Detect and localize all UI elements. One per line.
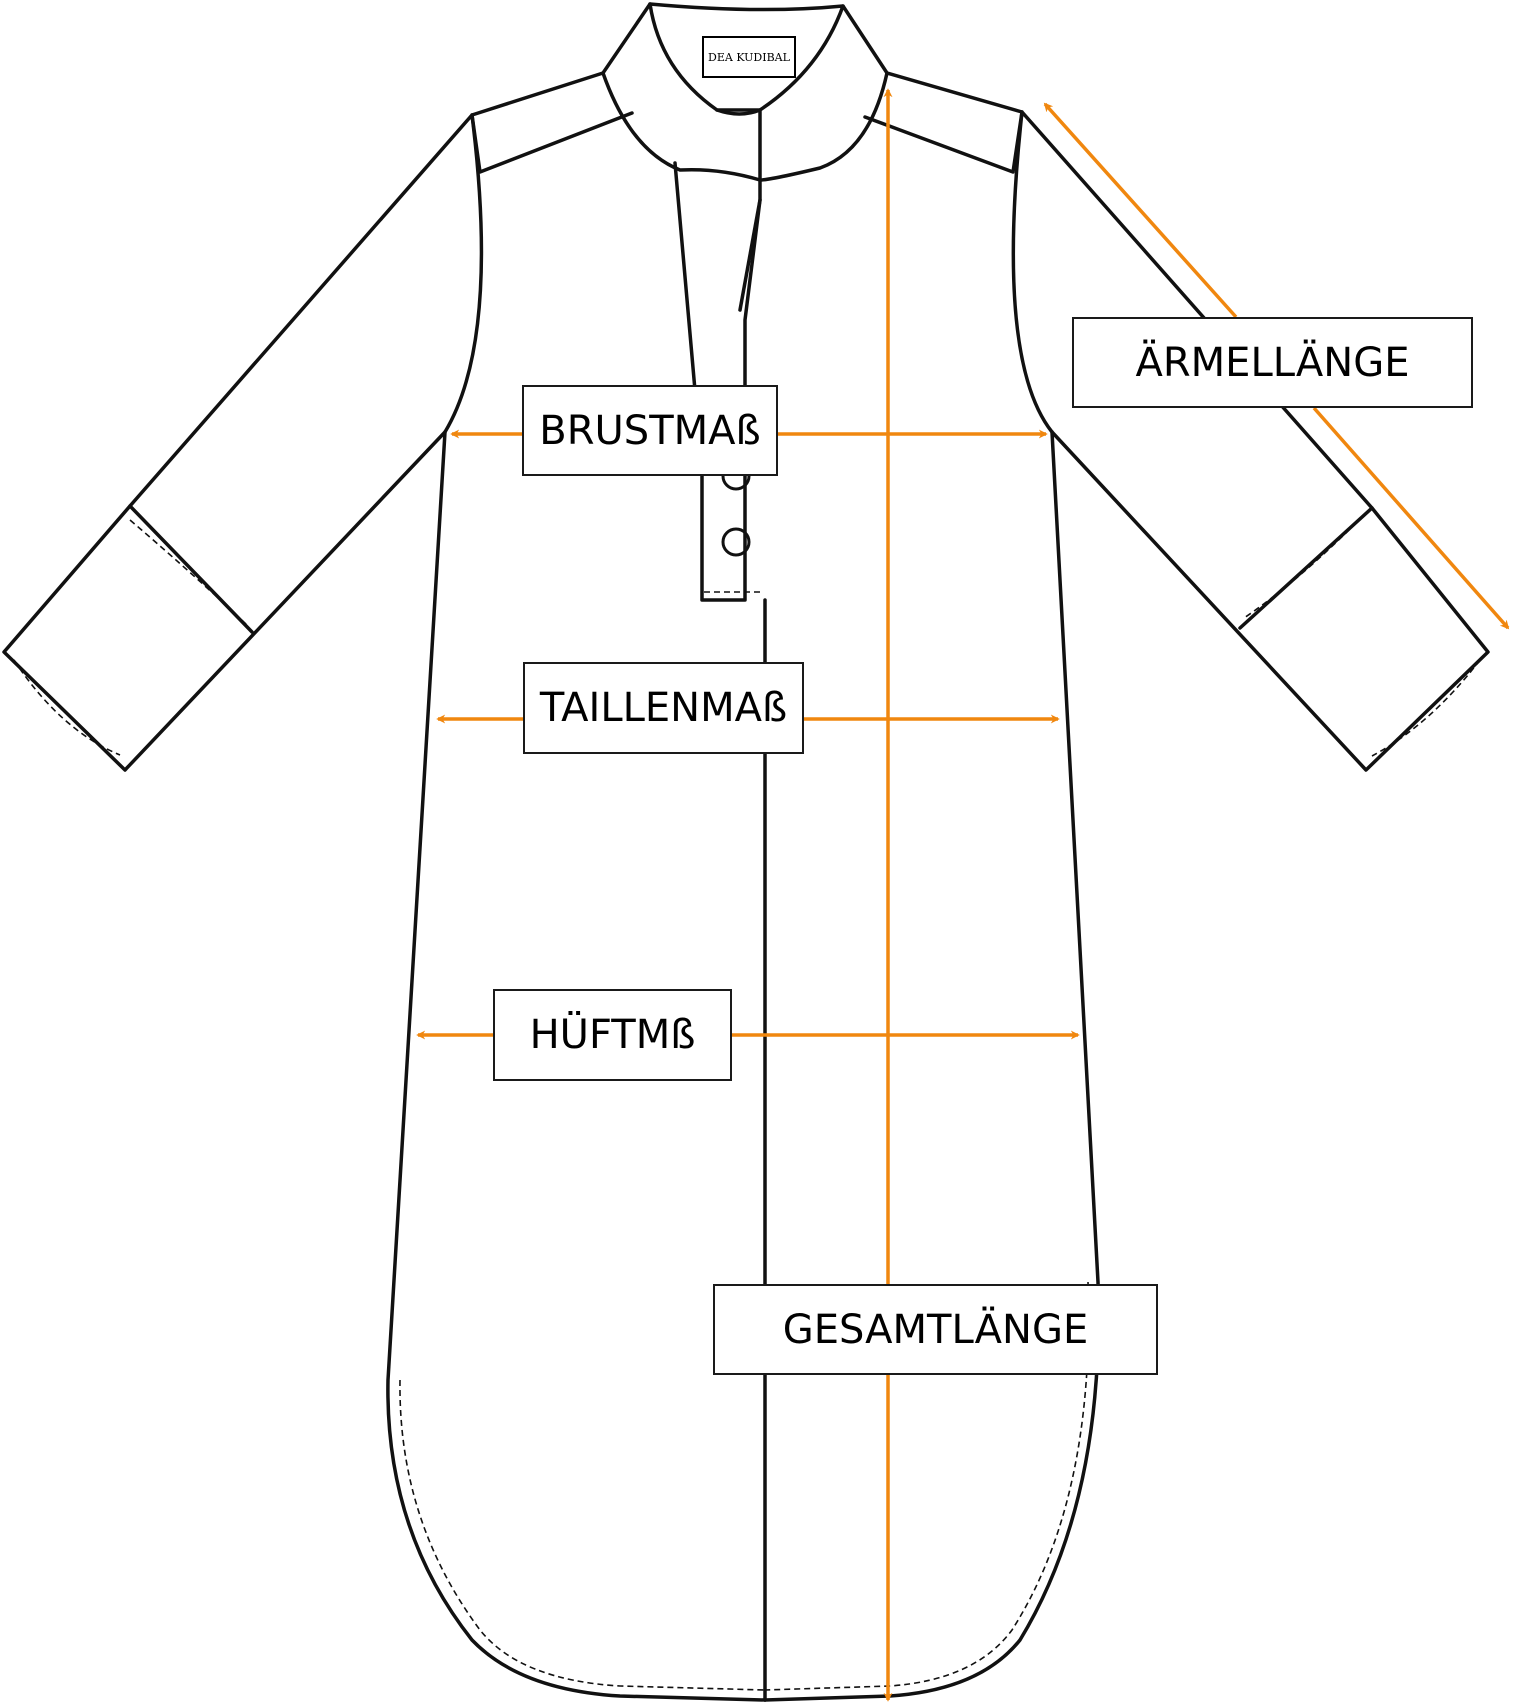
collar-outline <box>601 2 889 182</box>
body-left-side <box>386 430 767 1702</box>
sleeve-arrow-lower <box>1312 406 1510 630</box>
right-hem-curve-stitch <box>764 1281 1090 1691</box>
button-2 <box>721 527 751 557</box>
sleeve-length-label: ÄRMELLÄNGE <box>1072 317 1473 408</box>
left-hem-curve-stitch <box>399 1379 766 1691</box>
chest-measurement-label: BRUSTMAß <box>522 385 778 476</box>
right-cuff-stitch <box>1243 514 1365 619</box>
brand-label: DEA KUDIBAL <box>702 36 796 78</box>
left-sleeve <box>2 113 484 772</box>
collar-inner-line <box>648 2 845 116</box>
sleeve-arrow-upper <box>1043 102 1238 319</box>
right-cuff-line <box>1238 506 1374 630</box>
total-length-label: GESAMTLÄNGE <box>713 1284 1158 1375</box>
neck-placket <box>673 108 762 602</box>
body-right-side <box>763 430 1101 1702</box>
left-hem-stitch <box>13 659 121 756</box>
left-cuff-line <box>128 504 254 634</box>
waist-measurement-label: TAILLENMAß <box>523 662 804 754</box>
hip-measurement-label: HÜFTMß <box>493 989 732 1081</box>
placket-inner <box>738 198 762 312</box>
left-cuff-stitch <box>129 519 249 627</box>
right-sleeve <box>1011 110 1490 772</box>
right-hem-stitch <box>1371 659 1481 757</box>
